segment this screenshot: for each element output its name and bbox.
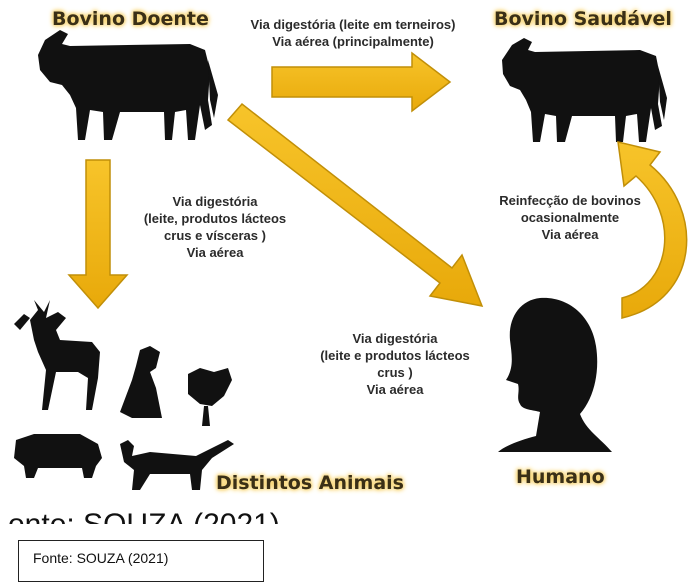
edge-label-line: Via digestória: [172, 194, 258, 209]
edge-label-cattle-to-animals: Via digestória (leite, produtos lácteos …: [130, 193, 300, 261]
human-icon: [498, 297, 612, 452]
healthy-cattle-icon: [502, 38, 667, 142]
edge-label-line: Via digestória: [352, 331, 438, 346]
edge-label-line: crus e vísceras ): [164, 228, 266, 243]
source-caption: Fonte: SOUZA (2021): [33, 550, 169, 566]
edge-label-line: Reinfecção de bovinos: [499, 193, 641, 208]
healthy-cattle-title: Bovino Saudável: [494, 8, 672, 30]
arrow-to-human: [226, 102, 484, 307]
arrow-reinfection: [617, 141, 688, 319]
arrow-to-animals: [67, 159, 129, 310]
edge-label-cattle-to-human: Via digestória (leite e produtos lácteos…: [300, 330, 490, 398]
other-animals-icon: [14, 300, 234, 490]
edge-label-cattle-to-cattle: Via digestória (leite em terneiros) Via …: [226, 16, 480, 50]
edge-label-line: Via digestória (leite em terneiros): [250, 17, 456, 32]
edge-label-line: Via aérea: [541, 227, 599, 242]
edge-label-line: Via aérea: [366, 382, 424, 397]
edge-label-line: (leite, produtos lácteos: [143, 211, 287, 226]
edge-label-line: Via aérea (principalmente): [272, 34, 434, 49]
edge-label-line: ocasionalmente: [520, 210, 620, 225]
edge-label-line: (leite e produtos lácteos: [320, 348, 470, 363]
cropped-source-strip: onte: SOUZA (2021): [0, 500, 690, 524]
sick-cattle-icon: [38, 30, 218, 140]
source-caption-box: Fonte: SOUZA (2021): [18, 540, 264, 582]
animals-title: Distintos Animais: [216, 472, 404, 494]
arrow-to-healthy-cattle: [271, 51, 452, 113]
human-title: Humano: [516, 466, 605, 488]
edge-label-line: crus ): [377, 365, 413, 380]
edge-label-line: Via aérea: [186, 245, 244, 260]
edge-label-reinfection: Reinfecção de bovinos ocasionalmente Via…: [490, 192, 650, 243]
cropped-source-text: onte: SOUZA (2021): [8, 508, 280, 524]
sick-cattle-title: Bovino Doente: [52, 8, 209, 30]
